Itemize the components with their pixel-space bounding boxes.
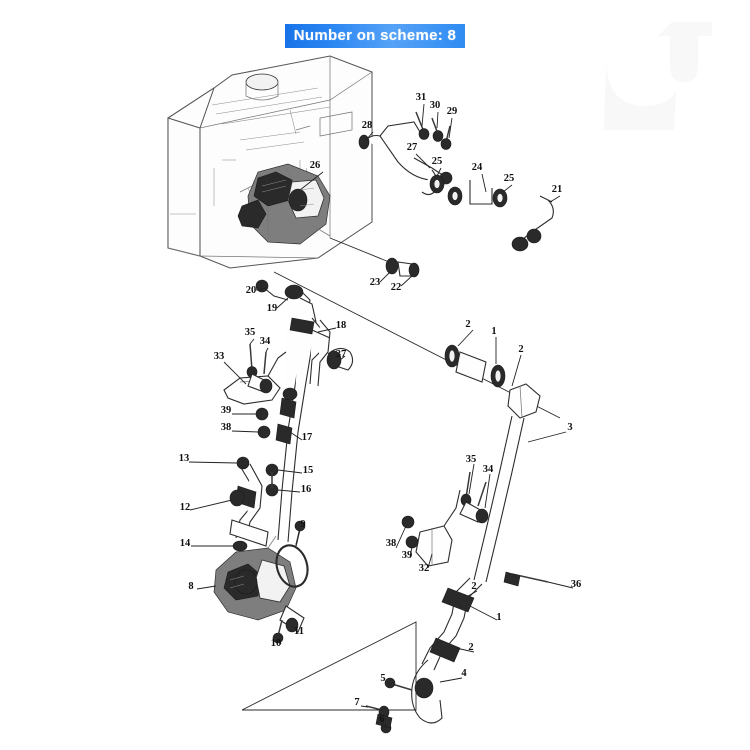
callout-number-4: 4 — [461, 668, 467, 679]
callout-number-7: 7 — [354, 697, 359, 708]
callout-number-33: 33 — [214, 351, 225, 362]
callout-number-19: 19 — [267, 303, 278, 314]
callout-number-34b: 34 — [483, 464, 494, 475]
callout-number-layer: 1223122456789101112131415161718192021222… — [179, 92, 582, 725]
callout-number-15: 15 — [303, 465, 314, 476]
callout-number-2d: 2 — [468, 642, 473, 653]
callout-number-1: 1 — [491, 326, 496, 337]
callout-number-5: 5 — [380, 673, 385, 684]
callout-number-37: 37 — [336, 349, 347, 360]
callout-number-18: 18 — [336, 320, 347, 331]
callout-number-1b: 1 — [496, 612, 501, 623]
callout-number-36: 36 — [571, 579, 582, 590]
callout-number-2c: 2 — [471, 581, 476, 592]
banner-container: Number on scheme: 8 — [0, 24, 750, 48]
bottom-right-pipe-assembly — [241, 577, 483, 734]
center-pipe-assembly — [223, 279, 354, 543]
callout-number-30: 30 — [430, 100, 441, 111]
callout-number-38b: 38 — [386, 538, 397, 549]
callout-number-9: 9 — [300, 519, 305, 530]
callout-number-25a: 25 — [432, 156, 443, 167]
callout-number-13: 13 — [179, 453, 190, 464]
right-pipe-assembly — [401, 344, 549, 587]
pump-body-26 — [237, 163, 331, 245]
callout-number-26: 26 — [310, 160, 321, 171]
callout-number-6: 6 — [379, 714, 384, 725]
callout-number-38a: 38 — [221, 422, 232, 433]
lower-left-pipe-assembly — [229, 456, 279, 552]
callout-number-12: 12 — [180, 502, 191, 513]
leader-lines — [188, 103, 574, 727]
callout-number-10: 10 — [271, 638, 282, 649]
callout-number-39a: 39 — [221, 405, 232, 416]
callout-number-32: 32 — [419, 563, 430, 574]
callout-number-21: 21 — [552, 184, 563, 195]
callout-number-25b: 25 — [504, 173, 515, 184]
callout-number-3: 3 — [567, 422, 572, 433]
callout-number-2a: 2 — [465, 319, 470, 330]
callout-number-22: 22 — [391, 282, 402, 293]
fitting-22-23 — [385, 257, 420, 278]
callout-number-31: 31 — [416, 92, 427, 103]
callout-number-2b: 2 — [518, 344, 523, 355]
callout-number-35b: 35 — [466, 454, 477, 465]
callout-number-24: 24 — [472, 162, 483, 173]
callout-number-35a: 35 — [245, 327, 256, 338]
lower-pump-8 — [213, 520, 309, 644]
callout-number-28: 28 — [362, 120, 373, 131]
callout-number-11: 11 — [294, 626, 304, 637]
callout-number-14: 14 — [180, 538, 191, 549]
callout-number-20: 20 — [246, 285, 257, 296]
callout-number-16: 16 — [301, 484, 312, 495]
callout-number-27: 27 — [407, 142, 418, 153]
callout-number-34a: 34 — [260, 336, 271, 347]
callout-number-8: 8 — [188, 581, 193, 592]
callout-number-29: 29 — [447, 106, 458, 117]
scheme-number-banner: Number on scheme: 8 — [284, 24, 466, 48]
callout-number-17: 17 — [302, 432, 313, 443]
callout-number-39b: 39 — [402, 550, 413, 561]
upper-fittings-cluster — [358, 111, 554, 252]
callout-number-23: 23 — [370, 277, 381, 288]
